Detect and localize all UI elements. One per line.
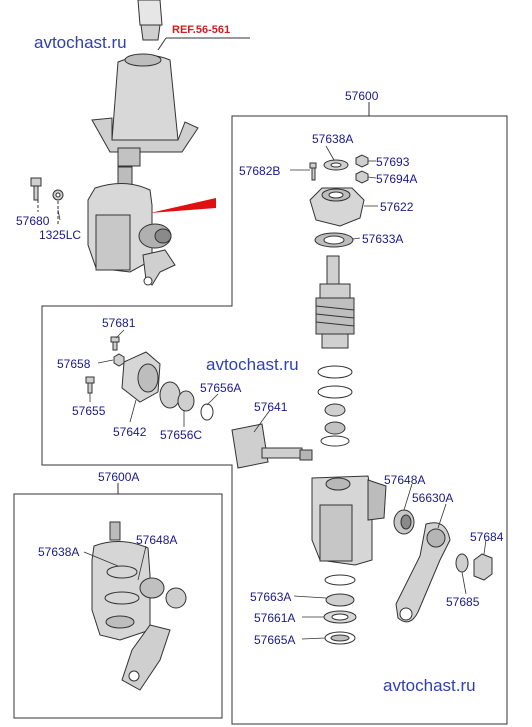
- bolt-57682b: [309, 162, 317, 181]
- label-57641: 57641: [254, 400, 288, 414]
- label-57681: 57681: [102, 316, 136, 330]
- label-57648a: 57648A: [384, 473, 426, 487]
- sector-shaft-57641: [231, 423, 313, 469]
- nut-57694a: [355, 170, 369, 184]
- cover-57642: [121, 351, 161, 403]
- label-57600: 57600: [345, 89, 379, 103]
- label-57638a: 57638A: [312, 132, 354, 146]
- washer-1325lc: [52, 189, 64, 201]
- label-57656a: 57656A: [200, 381, 242, 395]
- label-57656c: 57656C: [160, 428, 203, 442]
- seal-57648a: [393, 509, 415, 535]
- steering-gear-housing: [311, 475, 387, 566]
- nut-57693: [355, 154, 369, 168]
- label-57685: 57685: [446, 595, 480, 609]
- watermark-bottom: avtochast.ru: [383, 676, 476, 695]
- label-57684: 57684: [470, 530, 504, 544]
- label-57655: 57655: [72, 404, 106, 418]
- cover-57622: [309, 187, 365, 227]
- worm-shaft: [315, 255, 355, 349]
- ref-label[interactable]: REF.56-561: [172, 24, 231, 36]
- label-57642: 57642: [113, 425, 147, 439]
- label-1325lc: 1325LC: [39, 228, 82, 242]
- bolt-57681: [110, 336, 120, 351]
- nut-57684: [473, 553, 493, 581]
- label-57680: 57680: [16, 214, 50, 228]
- label-57694a: 57694A: [376, 172, 418, 186]
- label-57600a: 57600A: [98, 470, 140, 484]
- assembly-57600-frame: [41, 115, 508, 725]
- gear-box-upper: [87, 166, 176, 286]
- label-57682b: 57682B: [239, 164, 281, 178]
- ring-57656a: [200, 403, 214, 421]
- bolt-57655: [85, 376, 95, 394]
- watermark-top: avtochast.ru: [34, 33, 127, 52]
- leader-lines: [57, 145, 487, 640]
- label-57633a: 57633A: [362, 232, 404, 246]
- nut-57658: [113, 353, 125, 367]
- boot-assembly: [91, 0, 199, 167]
- label-inset-57648a: 57648A: [136, 533, 178, 547]
- label-57693: 57693: [376, 155, 410, 169]
- bearing-stack: [323, 574, 357, 645]
- pitman-arm-56630a: [395, 522, 451, 623]
- label-57622: 57622: [380, 200, 414, 214]
- ring-stack: [317, 365, 353, 447]
- watermark-middle: avtochast.ru: [206, 355, 299, 374]
- label-57661a: 57661A: [254, 611, 296, 625]
- inset-gear-assembly: [91, 521, 187, 691]
- label-57658: 57658: [57, 357, 91, 371]
- label-inset-57638a: 57638A: [38, 545, 80, 559]
- bolt-57680: [30, 177, 42, 201]
- washer-57685: [455, 553, 469, 573]
- label-57663a: 57663A: [250, 590, 292, 604]
- label-56630a: 56630A: [412, 491, 454, 505]
- sleeve-57656c: [159, 381, 195, 412]
- label-57665a: 57665A: [254, 633, 296, 647]
- ref-arrow: [150, 198, 216, 213]
